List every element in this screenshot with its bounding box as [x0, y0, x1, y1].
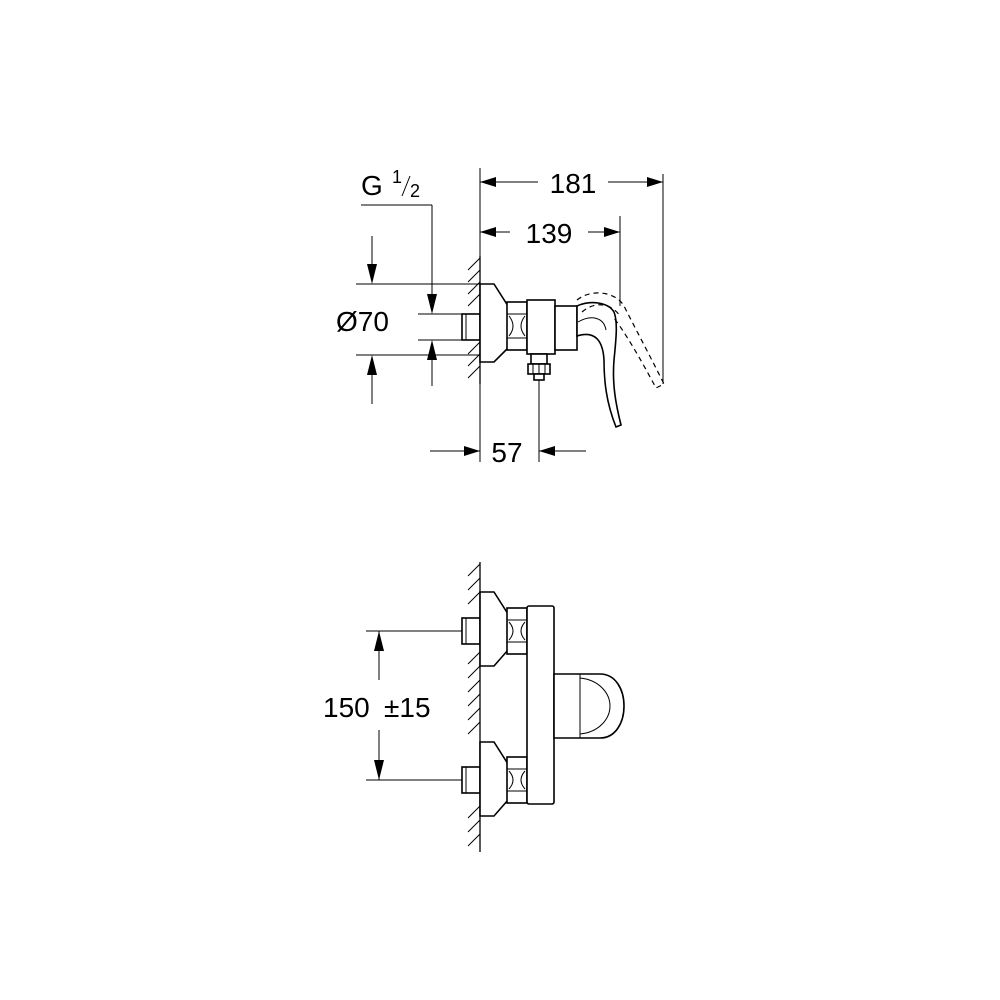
- dia70-arrow-top: [367, 264, 377, 284]
- upper-hex-nut: [506, 607, 528, 655]
- dim-139-label: 139: [526, 218, 573, 249]
- dia70-arrow-bottom: [367, 355, 377, 375]
- mixer-body-front: [526, 605, 555, 805]
- lever-handle-side: [576, 301, 622, 429]
- dim-181-label: 181: [550, 168, 597, 199]
- front-view: 150 ±15: [323, 562, 625, 852]
- dim-57-arrow-left: [464, 446, 480, 456]
- dim-139-arrow-right: [604, 227, 620, 237]
- inlet-stub-side: [461, 313, 481, 341]
- thread-label-main: G: [361, 170, 383, 201]
- hex-nut-side: [506, 301, 528, 351]
- lower-rosette: [479, 741, 509, 817]
- outlet-fitting-side: [527, 353, 551, 381]
- upper-rosette: [479, 591, 509, 667]
- handle-front: [553, 673, 625, 739]
- wall-hatch-front: [467, 563, 481, 847]
- dim-181-arrow-left: [480, 177, 496, 187]
- dim-139-arrow-left: [480, 227, 496, 237]
- side-view: 181 139 57 G 1 2: [336, 167, 665, 468]
- lower-inlet-stub: [461, 766, 481, 794]
- dim-57-label: 57: [491, 437, 522, 468]
- dim-150-arrow-top: [374, 631, 384, 651]
- dim-57-arrow-right: [539, 446, 555, 456]
- rosette-side: [479, 283, 509, 363]
- upper-inlet-stub: [461, 617, 481, 645]
- thread-arrow-bottom: [427, 340, 437, 360]
- dim-150-label: 150: [323, 692, 370, 723]
- mixer-body-side: [526, 299, 556, 355]
- lower-hex-nut: [506, 756, 528, 804]
- thread-label: G 1 2: [361, 167, 420, 201]
- dim-150-arrow-bottom: [374, 760, 384, 780]
- thread-arrow-top: [427, 294, 437, 314]
- mixer-neck-side: [554, 305, 578, 351]
- thread-label-numerator: 1: [392, 167, 402, 187]
- thread-label-denominator: 2: [410, 181, 420, 201]
- dia70-label: Ø70: [336, 306, 389, 337]
- dim-150-tolerance: ±15: [384, 692, 431, 723]
- dim-181-arrow-right: [647, 177, 663, 187]
